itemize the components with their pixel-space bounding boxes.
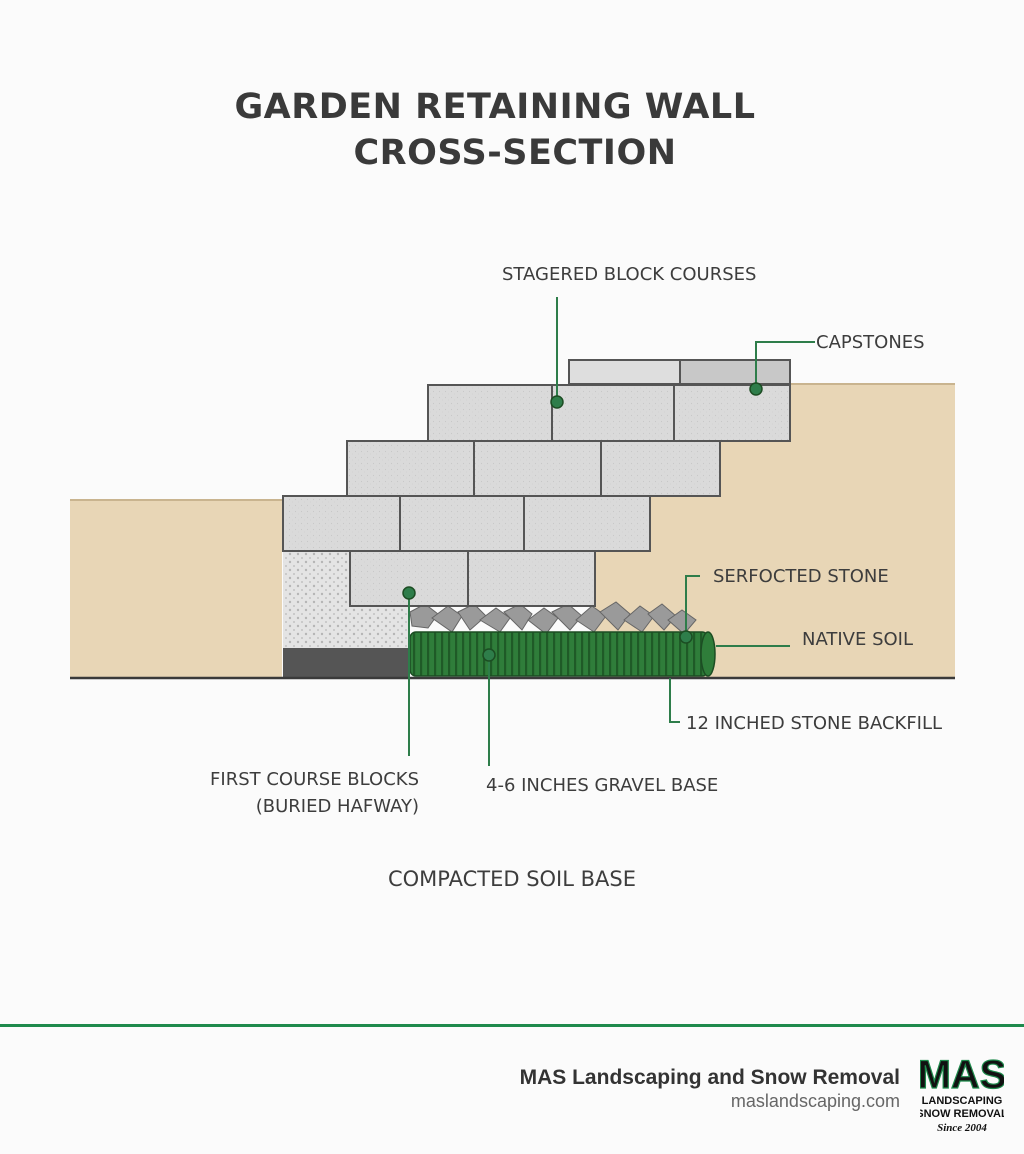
label-capstones: CAPSTONES [816, 332, 925, 353]
label-first-course-blocks: FIRST COURSE BLOCKS [210, 769, 419, 790]
front-soil [70, 500, 282, 678]
capstones [568, 359, 791, 385]
page-title: GARDEN RETAINING WALL CROSS-SECTION [0, 84, 990, 176]
label-serfocted-stone: SERFOCTED STONE [713, 566, 889, 587]
label-stone-backfill: 12 INCHED STONE BACKFILL [686, 713, 942, 734]
label-staggered-block-courses: STAGERED BLOCK COURSES [502, 264, 756, 285]
wall-cross-section-diagram: STAGERED BLOCK COURSES CAPSTONES SERFOCT… [70, 264, 955, 891]
logo-main-text: MAS [920, 1053, 1004, 1097]
label-native-soil: NATIVE SOIL [802, 629, 913, 650]
title-line-2: CROSS-SECTION [353, 133, 677, 173]
label-buried-halfway: (BURIED HAFWAY) [256, 796, 419, 817]
logo-since: Since 2004 [937, 1122, 987, 1134]
logo-line-1: LANDSCAPING [922, 1095, 1003, 1107]
company-name: MAS Landscaping and Snow Removal [519, 1066, 900, 1089]
company-url: maslandscaping.com [730, 1091, 900, 1111]
compacted-gravel [283, 648, 409, 678]
footer-brand: MAS Landscaping and Snow Removal masland… [520, 1066, 900, 1112]
label-gravel-base: 4-6 INCHES GRAVEL BASE [486, 775, 718, 796]
wall-blocks [282, 384, 791, 607]
title-line-1: GARDEN RETAINING WALL [234, 87, 756, 127]
leader-dots [402, 382, 763, 662]
footer-divider [0, 1024, 1024, 1027]
logo-line-2: SNOW REMOVAL [920, 1108, 1004, 1120]
company-logo: MAS LANDSCAPING SNOW REMOVAL Since 2004 [920, 1052, 1004, 1134]
drain-pipe [409, 631, 709, 677]
label-compacted-soil-base: COMPACTED SOIL BASE [388, 867, 636, 891]
leader-lines [408, 297, 815, 766]
